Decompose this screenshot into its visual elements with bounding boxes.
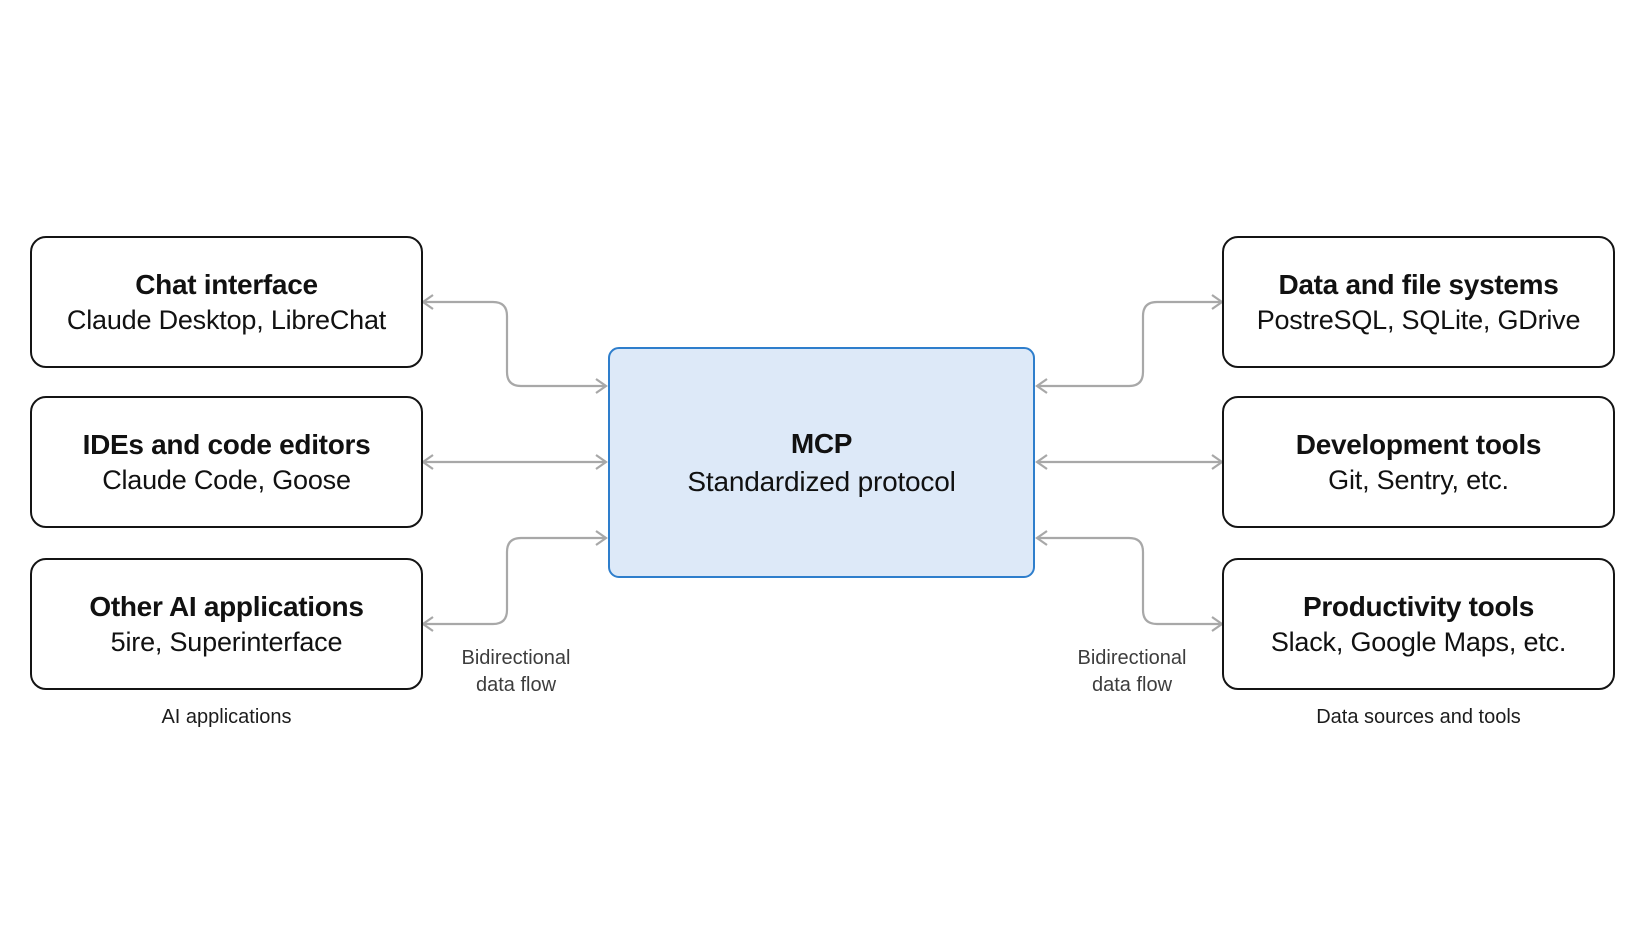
connector-productivity-to-mcp [1035, 530, 1224, 632]
node-title: Data and file systems [1278, 268, 1559, 300]
node-title: Other AI applications [89, 590, 364, 622]
node-ides-code-editors: IDEs and code editors Claude Code, Goose [30, 396, 423, 528]
node-subtitle: Claude Desktop, LibreChat [66, 304, 387, 335]
node-productivity-tools: Productivity tools Slack, Google Maps, e… [1222, 558, 1615, 690]
node-title: IDEs and code editors [82, 428, 371, 460]
node-subtitle: PostreSQL, SQLite, GDrive [1256, 304, 1581, 335]
node-mcp: MCP Standardized protocol [608, 347, 1035, 578]
connector-data-systems-to-mcp [1035, 294, 1224, 394]
mcp-title: MCP [790, 428, 853, 459]
node-data-file-systems: Data and file systems PostreSQL, SQLite,… [1222, 236, 1615, 368]
node-development-tools: Development tools Git, Sentry, etc. [1222, 396, 1615, 528]
node-other-ai-applications: Other AI applications 5ire, Superinterfa… [30, 558, 423, 690]
node-subtitle: Claude Code, Goose [102, 464, 351, 495]
node-title: Chat interface [135, 268, 318, 300]
bidirectional-flow-label-right: Bidirectional data flow [1077, 647, 1187, 696]
node-title: Development tools [1295, 428, 1542, 460]
node-title: Productivity tools [1302, 590, 1535, 622]
node-chat-interface: Chat interface Claude Desktop, LibreChat [30, 236, 423, 368]
node-subtitle: Git, Sentry, etc. [1328, 464, 1509, 495]
connector-other-ai-to-mcp [421, 530, 608, 632]
node-subtitle: 5ire, Superinterface [110, 626, 343, 657]
mcp-subtitle: Standardized protocol [687, 466, 956, 497]
bidirectional-flow-label-left: Bidirectional data flow [461, 647, 571, 696]
connector-chat-to-mcp [421, 294, 608, 394]
caption-ai-applications: AI applications [161, 706, 292, 728]
caption-data-sources-tools: Data sources and tools [1316, 706, 1521, 728]
node-subtitle: Slack, Google Maps, etc. [1270, 626, 1567, 657]
